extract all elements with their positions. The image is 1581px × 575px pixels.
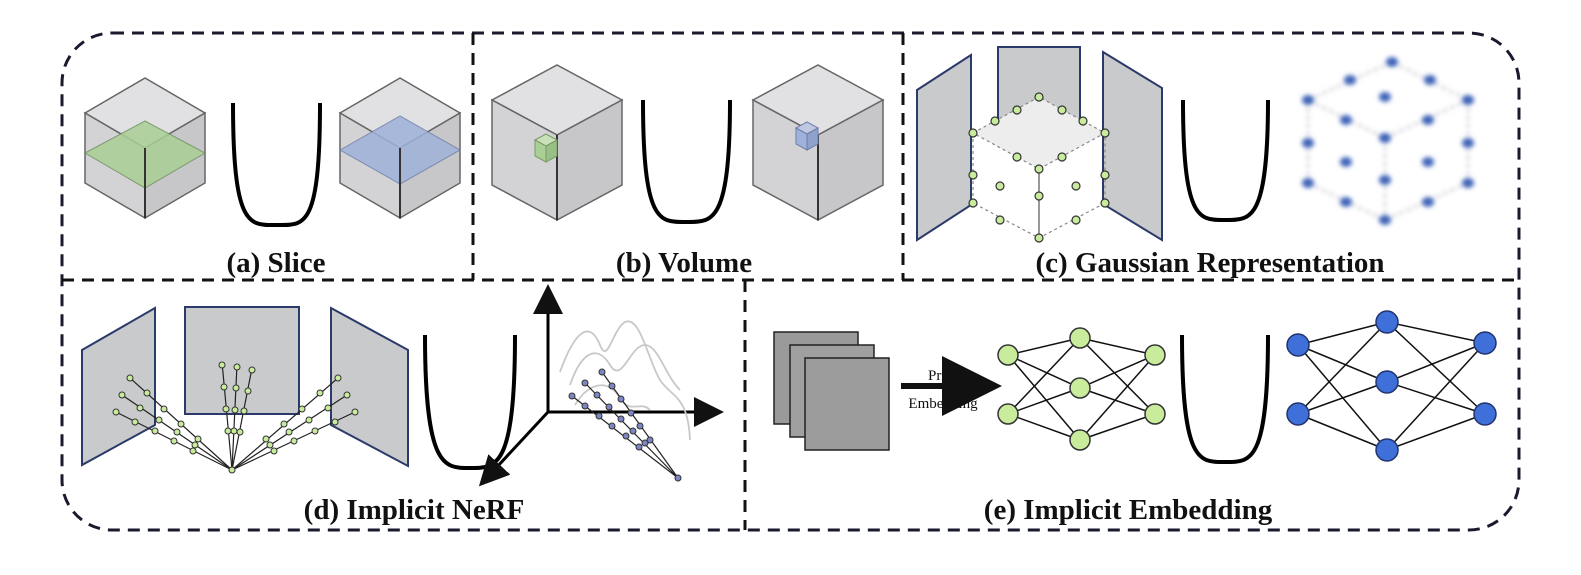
panel-gaussian: (c) Gaussian Representation xyxy=(916,46,1474,279)
plane-icon xyxy=(916,53,972,242)
plane-icon xyxy=(184,306,300,415)
arrow-label-prior: Prior xyxy=(928,368,958,384)
caption-slice: (a) Slice xyxy=(226,247,325,279)
cube-icon xyxy=(338,77,462,220)
u-shaped-curve-icon xyxy=(423,334,517,471)
panel-dividers xyxy=(62,33,1519,530)
cube-icon xyxy=(490,64,624,222)
caption-nerf: (d) Implicit NeRF xyxy=(304,494,525,526)
panel-volume: (b) Volume xyxy=(490,64,885,279)
panel-embedding: Prior Embedding xyxy=(773,310,1497,526)
density-curves xyxy=(559,320,691,441)
nerf-3d-samples xyxy=(568,368,682,482)
u-shaped-curve-icon xyxy=(1181,99,1270,223)
cube-icon xyxy=(83,77,207,220)
panel-nerf: (d) Implicit NeRF xyxy=(81,284,724,526)
cube-icon xyxy=(751,64,885,222)
u-shaped-curve-icon xyxy=(1180,334,1270,465)
gaussian-nodes xyxy=(968,92,1110,243)
u-shaped-curve-icon xyxy=(231,102,322,228)
plane-icon xyxy=(330,306,409,468)
panel-slice: (a) Slice xyxy=(83,77,462,279)
gaussian-splats xyxy=(1302,57,1474,225)
plane-icon xyxy=(81,306,156,467)
caption-embedding: (e) Implicit Embedding xyxy=(984,494,1273,526)
caption-volume: (b) Volume xyxy=(616,247,752,279)
caption-gaussian: (c) Gaussian Representation xyxy=(1035,247,1384,279)
arrow-label-embedding: Embedding xyxy=(908,396,978,412)
neural-network-icon xyxy=(1286,310,1497,462)
nerf-samples xyxy=(112,361,359,474)
image-stack-icon xyxy=(773,331,890,451)
nerf-3d-rays xyxy=(571,371,679,479)
plane-icon xyxy=(1102,50,1163,242)
neural-network-icon xyxy=(997,327,1166,451)
u-shaped-curve-icon xyxy=(641,99,732,225)
